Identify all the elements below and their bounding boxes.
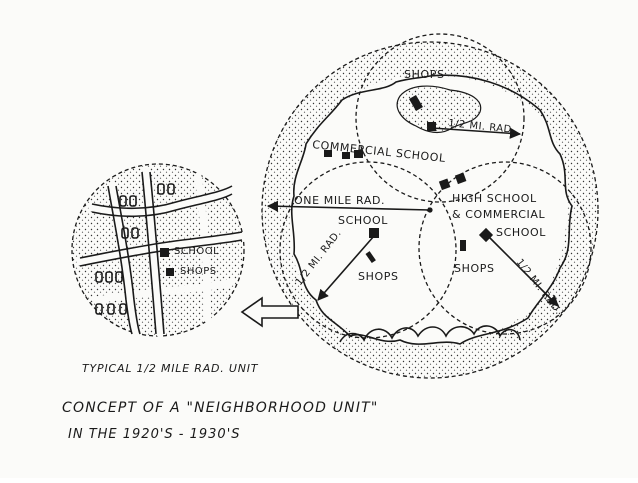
- label-school-center: SCHOOL: [338, 214, 388, 227]
- top-neighborhood-circle: [355, 33, 525, 203]
- label-half-mile-top: 1/2 MI. RAD.: [448, 118, 516, 136]
- center-point: [427, 207, 433, 213]
- one-mile-district: SHOPS 1/2 MI. RAD. COMMERCIAL SCHOOL ONE…: [261, 33, 599, 379]
- left-radius-arrow: [317, 235, 375, 301]
- unit-street-edges: [79, 171, 243, 335]
- top-radius-arrow: [431, 127, 522, 139]
- label-unit-shops: SHOPS: [180, 266, 217, 277]
- comparison-arrow: [240, 296, 299, 328]
- outer-boundary-circle: [261, 41, 599, 379]
- label-school-right: SCHOOL: [496, 226, 546, 239]
- label-unit-school: SCHOOL: [174, 246, 219, 257]
- label-one-mile-rad: ONE MILE RAD.: [294, 194, 385, 207]
- unit-streets: [76, 168, 246, 338]
- label-shops-center: SHOPS: [358, 270, 399, 283]
- caption-title: CONCEPT OF A "NEIGHBORHOOD UNIT": [62, 400, 379, 416]
- label-and-commercial: & COMMERCIAL: [452, 208, 545, 221]
- unit-houses: [95, 183, 175, 315]
- right-shops-building: [460, 240, 466, 251]
- commercial-building-2: [342, 152, 350, 159]
- commercial-building-4: [438, 178, 451, 191]
- top-shops-blob: [396, 85, 482, 134]
- left-neighborhood-circle: [279, 161, 457, 339]
- commercial-building-5: [454, 172, 467, 185]
- unit-shops-building: [166, 268, 174, 276]
- commercial-building-3: [354, 150, 363, 158]
- right-neighborhood-circle: [418, 161, 592, 335]
- high-school-building: [478, 227, 494, 243]
- right-radius-arrow: [487, 235, 559, 307]
- one-mile-radius-arrow: [266, 200, 431, 212]
- label-commercial-school: COMMERCIAL SCHOOL: [312, 138, 447, 165]
- caption-typical-unit: TYPICAL 1/2 MILE RAD. UNIT: [82, 362, 259, 375]
- center-school-building: [369, 228, 379, 238]
- unit-school-building: [160, 248, 169, 257]
- center-shops-building: [365, 251, 376, 264]
- label-shops-right: SHOPS: [454, 262, 495, 275]
- caption-subtitle: IN THE 1920'S - 1930'S: [68, 427, 241, 442]
- label-high-school: HIGH SCHOOL: [452, 192, 537, 205]
- top-shops-building: [409, 94, 423, 112]
- label-shops-top: SHOPS: [404, 68, 445, 81]
- top-school-building: [427, 122, 436, 131]
- commercial-building-1: [324, 150, 332, 157]
- typical-unit: SCHOOL SHOPS: [71, 163, 246, 338]
- development-edge: [290, 74, 573, 345]
